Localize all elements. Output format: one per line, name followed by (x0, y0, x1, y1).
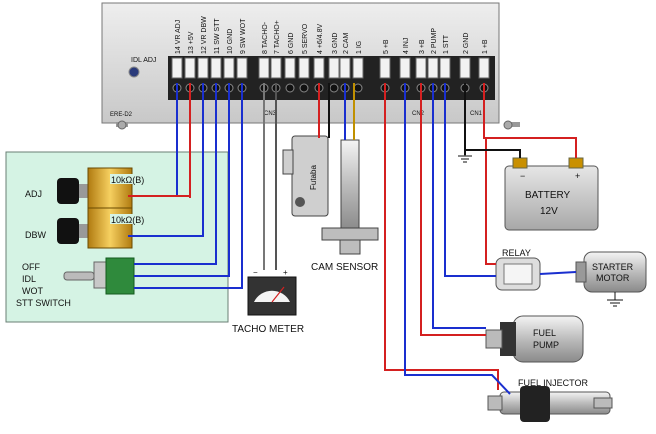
terminal-slot (459, 57, 471, 79)
terminal-label: 1 STT (443, 34, 450, 54)
servo-brand: Futaba (309, 165, 318, 190)
terminal-slot (379, 57, 391, 79)
terminal-label: 1 +B (482, 39, 489, 54)
pot2-rating: 10kΩ(B) (111, 215, 144, 225)
terminal-screw (299, 83, 309, 93)
terminal-label: 1 IG (356, 41, 363, 54)
terminal-label: 12 VR DBW (201, 16, 208, 54)
terminal-label: 4 +6/4.8V (317, 24, 324, 54)
relay: RELAY (495, 248, 541, 291)
terminal-slot (352, 57, 364, 79)
cam-sensor: CAM SENSOR (311, 139, 379, 273)
terminal-slot (270, 57, 282, 79)
cn2-label: CN2 (412, 111, 425, 117)
controller-box: IDL ADJ ERE-D2 CN3 CN2 CN1 (101, 2, 520, 130)
terminal-screw (353, 83, 363, 93)
wires (128, 83, 577, 395)
terminal-label: 6 GND (288, 33, 295, 54)
terminal-slot (399, 57, 411, 79)
dbw-label: DBW (25, 230, 47, 240)
adj-knob (57, 178, 79, 204)
idl-adj-knob (128, 66, 140, 78)
terminal-slot (439, 57, 451, 79)
terminal-slot (171, 57, 183, 79)
terminal-label: 7 TACHO+ (274, 20, 281, 54)
battery-label: BATTERY (525, 190, 571, 201)
terminal-screw (329, 83, 339, 93)
ground-symbol (458, 150, 472, 163)
pot1-rating: 10kΩ(B) (111, 175, 144, 185)
terminal-slot (328, 57, 340, 79)
terminal-label: 11 SW STT (214, 18, 221, 54)
terminal-labels: 14 VR ADJ 13 +5V 12 VR DBW 11 SW STT 10 GND 9… (175, 16, 489, 54)
adj-label: ADJ (25, 189, 42, 199)
stt-switch (105, 257, 135, 295)
terminal-label: 2 PUMP (431, 28, 438, 54)
terminal-slot (197, 57, 209, 79)
terminal-label: 10 GND (227, 29, 234, 54)
tacho-label: TACHO METER (232, 324, 304, 335)
terminal-slot (415, 57, 427, 79)
terminal-screw (285, 83, 295, 93)
cam-sensor-label: CAM SENSOR (311, 262, 378, 273)
terminal-label: 5 SERVO (302, 23, 309, 54)
model-label: ERE-D2 (110, 112, 133, 118)
sw-name-label: STT SWITCH (16, 298, 71, 308)
terminal-slot (258, 57, 270, 79)
terminal-slot (210, 57, 222, 79)
servo: Futaba (282, 135, 329, 217)
terminal-label: 14 VR ADJ (175, 20, 182, 54)
fuel-pump-label-2: PUMP (533, 340, 559, 350)
terminal-slot (313, 57, 325, 79)
battery-voltage: 12V (540, 206, 558, 217)
toggle-lever (63, 271, 95, 281)
injector-label: FUEL INJECTOR (518, 378, 589, 388)
battery-minus: − (520, 171, 525, 181)
sw-idl-label: IDL (22, 274, 36, 284)
terminal-slot (339, 57, 351, 79)
cn3-label: CN3 (264, 111, 277, 117)
terminal-slot (184, 57, 196, 79)
terminal-slot (284, 57, 296, 79)
terminal-slot (223, 57, 235, 79)
sw-off-label: OFF (22, 262, 40, 272)
relay-label: RELAY (502, 248, 531, 258)
battery-plus: + (575, 171, 580, 181)
tacho-meter: − + TACHO METER (232, 268, 304, 335)
terminal-label: 3 GND (332, 33, 339, 54)
terminal-label: 13 +5V (188, 31, 195, 54)
dbw-knob (57, 218, 79, 244)
tacho-plus: + (283, 268, 288, 277)
terminal-label: 5 +B (383, 39, 390, 54)
terminal-slots (171, 57, 490, 93)
idl-adj-label: IDL ADJ (131, 57, 156, 64)
terminal-label: 2 GND (463, 33, 470, 54)
fuel-pump: FUEL PUMP (485, 315, 584, 363)
starter-label-1: STARTER (592, 262, 634, 272)
sw-wot-label: WOT (22, 286, 43, 296)
starter-label-2: MOTOR (596, 273, 630, 283)
terminal-label: 2 CAM (343, 32, 350, 54)
terminal-slot (236, 57, 248, 79)
fuel-injector: FUEL INJECTOR (487, 378, 613, 422)
battery: − + BATTERY 12V (504, 157, 599, 231)
terminal-slot (427, 57, 439, 79)
terminal-slot (478, 57, 490, 79)
terminal-label: 8 TACHO- (262, 21, 269, 54)
terminal-label: 3 +B (419, 39, 426, 54)
fuel-pump-label-1: FUEL (533, 328, 556, 338)
tacho-minus: − (253, 268, 258, 277)
terminal-slot (298, 57, 310, 79)
cn1-label: CN1 (470, 111, 483, 117)
terminal-label: 4 INJ (403, 38, 410, 54)
terminal-label: 9 SW WOT (240, 18, 247, 54)
starter-motor: STARTER MOTOR (575, 251, 647, 307)
